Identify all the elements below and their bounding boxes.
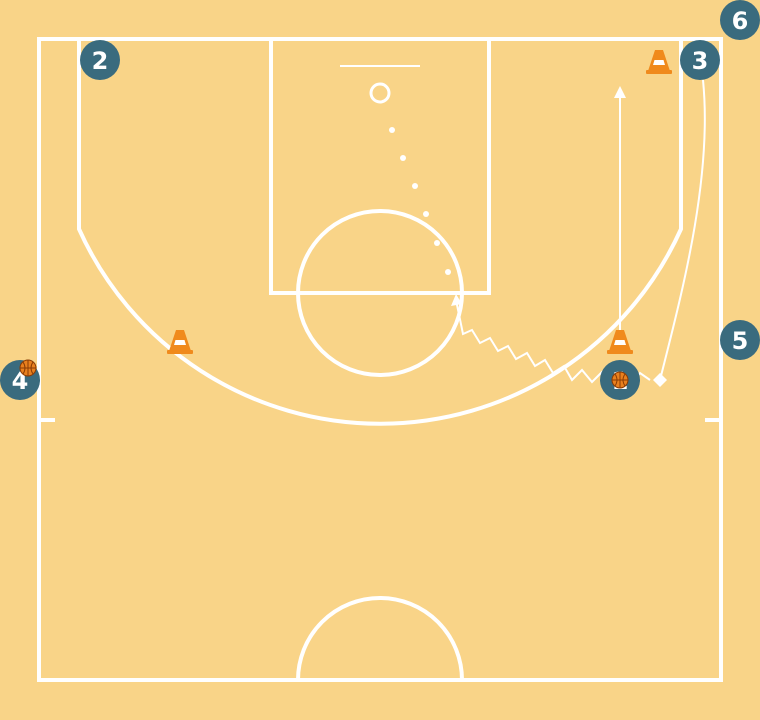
player-2[interactable]: 2 [80,40,120,80]
three-point-line [77,39,683,426]
dribble-arrowhead [451,294,462,306]
basketball-icon [611,371,629,389]
player-label: 5 [732,327,749,355]
player-4[interactable]: 4 [0,359,40,400]
player-3[interactable]: 3 [680,40,720,80]
screen-marker [653,373,667,387]
free-throw-circle [296,209,464,377]
court-lines [37,37,723,682]
player-5[interactable]: 5 [720,320,760,360]
hoop-icon [340,65,420,104]
paint-lane [269,37,491,295]
center-circle [296,596,464,681]
cut-path-player-3 [659,79,706,381]
player-label: 6 [732,7,749,35]
player-label: 3 [692,47,709,75]
player-label: 2 [92,47,109,75]
basketball-icon [19,359,37,377]
movement-lines [389,79,706,387]
player-1[interactable]: 1 [600,360,640,400]
rim [369,82,391,104]
shot-path [389,127,451,275]
player-6[interactable]: 6 [720,0,760,40]
